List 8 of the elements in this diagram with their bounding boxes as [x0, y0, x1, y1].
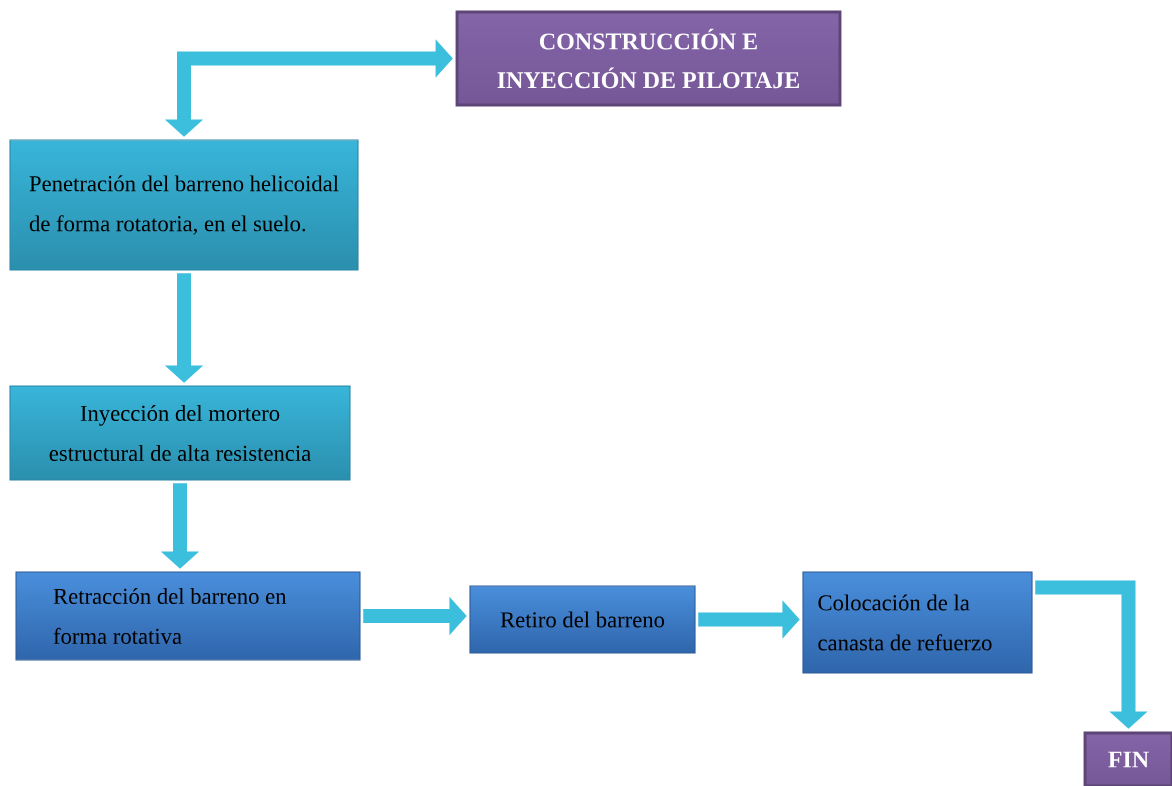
title-box: FIN: [1083, 731, 1172, 786]
process-box: Inyección del mortero estructural de alta resistencia: [9, 385, 351, 481]
block-arrow: [1035, 580, 1148, 729]
process-box: Colocación de la canasta de refuerzo: [802, 571, 1033, 674]
process-box: Penetración del barreno helicoidal de forma rotatoria, en el suelo.: [9, 139, 359, 271]
title-box: CONSTRUCCIÓN E INYECCIÓN DE PILOTAJE: [455, 10, 842, 107]
process-box: Retracción del barreno en forma rotativa: [15, 571, 361, 661]
process-box: Retiro del barreno: [469, 585, 696, 654]
